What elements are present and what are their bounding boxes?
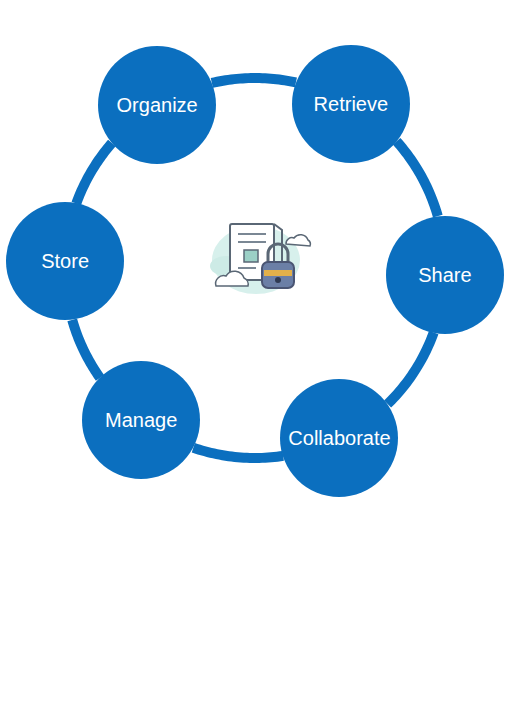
- ring-connector: [76, 143, 112, 203]
- node-label: Organize: [117, 94, 198, 116]
- circle-fill: [280, 379, 398, 497]
- circle-fill: [292, 45, 410, 163]
- process-circle: Collaborate: [280, 379, 398, 497]
- ring-connector: [397, 141, 438, 216]
- circle-fill: [386, 216, 504, 334]
- node-label: Collaborate: [288, 427, 390, 449]
- circle-fill: [82, 361, 200, 479]
- node-label: Store: [41, 250, 89, 272]
- node-label: Share: [418, 264, 471, 286]
- ring-connector: [193, 448, 283, 458]
- process-circle: Retrieve: [292, 45, 410, 163]
- node-label: Retrieve: [314, 93, 388, 115]
- ring-connector: [388, 333, 434, 405]
- process-circle: Organize: [98, 46, 216, 164]
- ring-connector: [212, 78, 296, 83]
- node-label: Manage: [105, 409, 177, 431]
- circle-fill: [98, 46, 216, 164]
- ring-connector: [72, 320, 100, 378]
- circle-fill: [6, 202, 124, 320]
- process-circle: Share: [386, 216, 504, 334]
- process-circle: Manage: [82, 361, 200, 479]
- process-circle: Store: [6, 202, 124, 320]
